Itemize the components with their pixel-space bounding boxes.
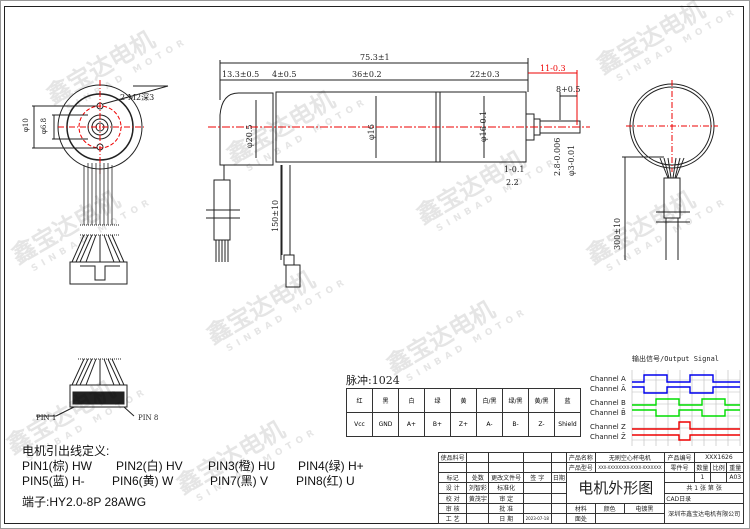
channel-b-bar-label: Channel B̄ [590, 409, 626, 417]
output-signal-title: 输出信号/Output Signal [632, 355, 720, 363]
svg-text:8+0.5: 8+0.5 [556, 85, 581, 94]
svg-text:φ3-0.01: φ3-0.01 [567, 145, 576, 176]
wire-color-row: 红黑白 绿黄白/黑 绿/黑黄/黑蓝 [346, 388, 581, 413]
company-name: 深圳市鑫宝达电机有限公司 [664, 502, 744, 525]
pin-definition: 电机引出线定义: PIN1(棕) HW PIN2(白) HV PIN3(橙) H… [22, 444, 364, 509]
drawing-frame [4, 6, 744, 524]
pulse-spec: 脉冲:1024 [346, 374, 400, 387]
svg-text:11-0.3: 11-0.3 [540, 64, 566, 73]
pin-definition-title: 电机引出线定义: [22, 444, 110, 458]
pin8-label: PIN 8 [138, 414, 158, 422]
svg-text:φ16-0.1: φ16-0.1 [479, 111, 488, 142]
svg-text:φ10: φ10 [22, 118, 30, 132]
svg-text:150±10: 150±10 [271, 200, 280, 232]
svg-text:φ20.5: φ20.5 [245, 125, 254, 148]
terminal-spec: 端子:HY2.0-8P 28AWG [22, 495, 147, 509]
title-block: 使品料号 产品名称 无刷空心杯电机 产品编号 XXX1626 产品型号 XXX-… [437, 451, 745, 525]
svg-text:4±0.5: 4±0.5 [272, 70, 297, 79]
rear-view [622, 80, 718, 260]
drawing-title: 电机外形图 [566, 472, 666, 504]
overall-length-dim: 75.3±1 [360, 53, 390, 62]
channel-z-bar-label: Channel Z̄ [590, 433, 626, 441]
svg-text:1-0.1: 1-0.1 [504, 165, 525, 174]
svg-text:13.3±0.5: 13.3±0.5 [222, 70, 259, 79]
channel-z-label: Channel Z [590, 423, 626, 431]
mounting-callout: 2-M2深3 [120, 93, 154, 102]
channel-a-bar-label: Channel Ā [590, 385, 626, 393]
svg-text:2.8-0.006: 2.8-0.006 [553, 138, 562, 176]
svg-text:2.2: 2.2 [506, 178, 519, 187]
channel-a-label: Channel A [590, 375, 626, 383]
front-view [32, 80, 169, 417]
svg-text:300±10: 300±10 [613, 218, 622, 250]
side-view [206, 58, 590, 288]
svg-text:22±0.3: 22±0.3 [470, 70, 500, 79]
svg-text:φ6.8: φ6.8 [40, 118, 48, 134]
pin1-label: PIN 1 [36, 414, 56, 422]
output-signal-waves [632, 374, 740, 441]
svg-text:36±0.2: 36±0.2 [352, 70, 382, 79]
svg-text:φ16: φ16 [367, 124, 376, 140]
channel-b-label: Channel B [590, 399, 626, 407]
